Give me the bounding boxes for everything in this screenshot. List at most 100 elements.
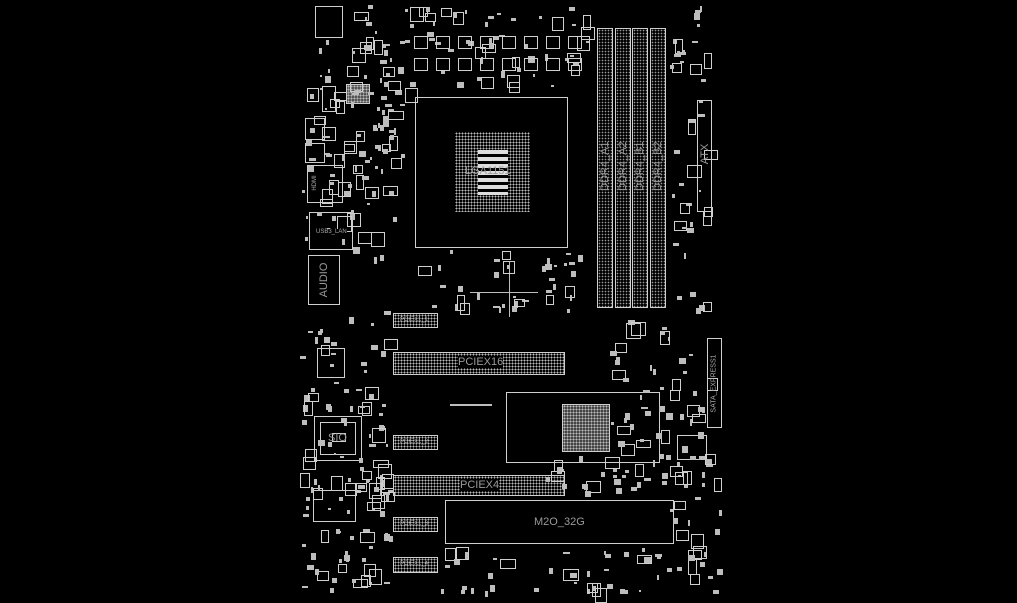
vrm-inductor — [458, 36, 472, 49]
connector-small — [305, 118, 325, 140]
smd-pad — [700, 561, 706, 568]
smd-pad — [307, 165, 315, 173]
smd-pad — [708, 576, 713, 579]
smd-pad — [639, 395, 643, 400]
io-connector[interactable] — [315, 6, 343, 38]
smd-pad — [656, 575, 660, 581]
smd-pad — [352, 165, 364, 175]
chipset[interactable] — [562, 404, 610, 452]
smd-pad — [386, 494, 389, 502]
cpu-socket-label: LGA1151 — [465, 165, 511, 177]
smd-pad — [682, 226, 688, 230]
smd-pad — [698, 456, 706, 460]
vrm-inductor — [414, 36, 428, 49]
smd-pad — [679, 357, 686, 365]
smd-pad — [307, 87, 319, 102]
smd-pad — [714, 528, 721, 536]
pciex1-label: PCIEX1_1 — [400, 317, 429, 323]
dimm-slot-a2[interactable] — [615, 28, 631, 308]
audio-label: AUDIO — [318, 262, 330, 298]
smd-pad — [307, 565, 315, 570]
smd-pad — [480, 77, 495, 89]
smd-pad — [453, 12, 464, 25]
smd-pad — [577, 35, 591, 51]
smd-pad — [695, 10, 701, 13]
smd-pad — [544, 54, 549, 62]
pciex1-slot-4[interactable] — [393, 557, 438, 573]
smd-pad — [613, 469, 617, 472]
smd-pad — [369, 394, 374, 400]
dimm-slot-b1[interactable] — [632, 28, 648, 308]
vrm-inductor — [568, 36, 582, 49]
smd-pad — [692, 545, 708, 559]
smd-pad — [620, 444, 635, 456]
smd-pad — [615, 356, 620, 363]
smd-pad — [378, 424, 384, 432]
hdmi-connector[interactable] — [307, 165, 343, 203]
smd-pad — [344, 143, 356, 152]
vrm-inductor — [546, 58, 560, 71]
smd-pad — [493, 305, 501, 308]
smd-pad — [385, 103, 392, 107]
smd-pad — [310, 486, 313, 493]
smd-pad — [389, 134, 394, 140]
smd-pad — [546, 477, 550, 482]
smd-pad — [488, 42, 494, 49]
smd-pad — [368, 569, 383, 586]
pciex1-slot-3[interactable] — [393, 517, 438, 532]
smd-pad — [366, 502, 381, 512]
smd-pad — [509, 81, 520, 94]
smd-pad — [302, 190, 305, 194]
smd-pad — [374, 487, 379, 492]
smd-pad — [484, 22, 488, 27]
smd-pad — [655, 554, 663, 557]
smd-pad — [350, 535, 354, 541]
smd-pad — [382, 148, 388, 154]
smd-pad — [517, 67, 522, 73]
smd-pad — [347, 65, 359, 77]
usb-lan-connector[interactable] — [309, 212, 353, 250]
cpu-socket[interactable] — [415, 97, 568, 248]
smd-pad — [317, 440, 325, 446]
smd-pad — [378, 463, 393, 479]
vrm-inductor — [502, 58, 516, 71]
smd-pad — [604, 550, 607, 555]
smd-pad — [364, 186, 379, 199]
smd-pad — [367, 91, 374, 96]
smd-pad — [368, 444, 376, 447]
sata-express-label: SATA_EXPRESS1 — [710, 354, 718, 413]
smd-pad — [629, 424, 634, 431]
smd-pad — [318, 331, 322, 336]
smd-pad — [660, 454, 664, 460]
smd-pad — [643, 557, 650, 563]
smd-pad — [625, 469, 630, 474]
smd-pad — [673, 518, 678, 525]
smd-pad — [331, 215, 336, 222]
smd-pad — [614, 359, 621, 365]
dimm-slot-b2[interactable] — [650, 28, 666, 308]
audio-connector[interactable] — [308, 255, 340, 305]
sio-chip[interactable] — [320, 422, 356, 455]
smd-pad — [370, 323, 374, 327]
smd-pad — [644, 477, 651, 482]
smd-pad — [586, 40, 590, 44]
smd-pad — [464, 10, 467, 14]
smd-pad — [440, 7, 452, 18]
pciex1-slot-1[interactable] — [393, 313, 438, 328]
smd-pad — [329, 182, 335, 186]
smd-pad — [386, 73, 390, 76]
smd-pad — [622, 475, 626, 478]
smd-pad — [680, 413, 685, 421]
smd-pad — [697, 432, 704, 439]
pciex1-slot-2[interactable] — [393, 435, 438, 450]
smd-pad — [612, 475, 617, 478]
smd-pad — [618, 441, 626, 448]
smd-pad — [488, 15, 494, 19]
smd-pad — [361, 402, 372, 417]
smd-pad — [319, 87, 323, 91]
smd-pad — [688, 118, 697, 135]
smd-pad — [329, 363, 334, 367]
dimm-slot-a1[interactable] — [597, 28, 613, 308]
smd-pad — [498, 307, 502, 313]
